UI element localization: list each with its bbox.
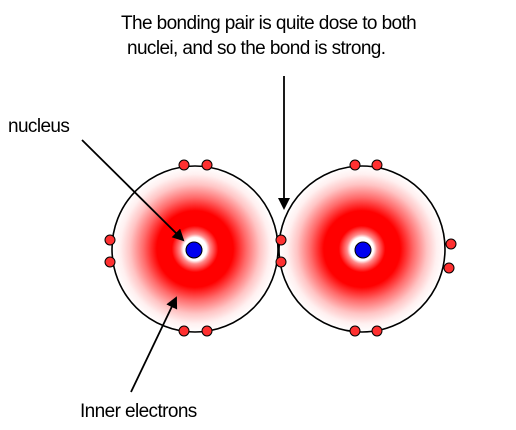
electron	[178, 325, 190, 337]
right-outer-electrons	[349, 159, 457, 337]
shared-electron	[275, 256, 287, 268]
electron	[201, 159, 213, 171]
caption-line-2: nuclei, and so the bond is strong.	[127, 38, 386, 59]
left-nucleus	[185, 241, 203, 259]
electron	[443, 262, 455, 274]
electron	[371, 159, 383, 171]
shared-electron	[275, 234, 287, 246]
electron	[104, 256, 116, 268]
inner-electrons-arrow	[130, 296, 178, 393]
electron	[445, 238, 457, 250]
right-atom	[278, 165, 446, 333]
electron	[201, 325, 213, 337]
nucleus-label: nucleus	[8, 116, 70, 137]
electron	[349, 159, 361, 171]
inner-electrons-label: Inner electrons	[80, 401, 197, 422]
left-atom	[111, 165, 279, 333]
electron	[104, 234, 116, 246]
left-outer-electrons	[104, 159, 213, 337]
nucleus-arrow	[81, 139, 185, 242]
caption-line-1: The bonding pair is quite dose to both	[121, 13, 417, 34]
electron	[178, 159, 190, 171]
bonding-pair	[275, 234, 287, 268]
right-nucleus	[354, 241, 372, 259]
electron	[371, 325, 383, 337]
electron	[349, 325, 361, 337]
bonding-pair-caption: The bonding pair is quite dose to both n…	[121, 11, 417, 61]
